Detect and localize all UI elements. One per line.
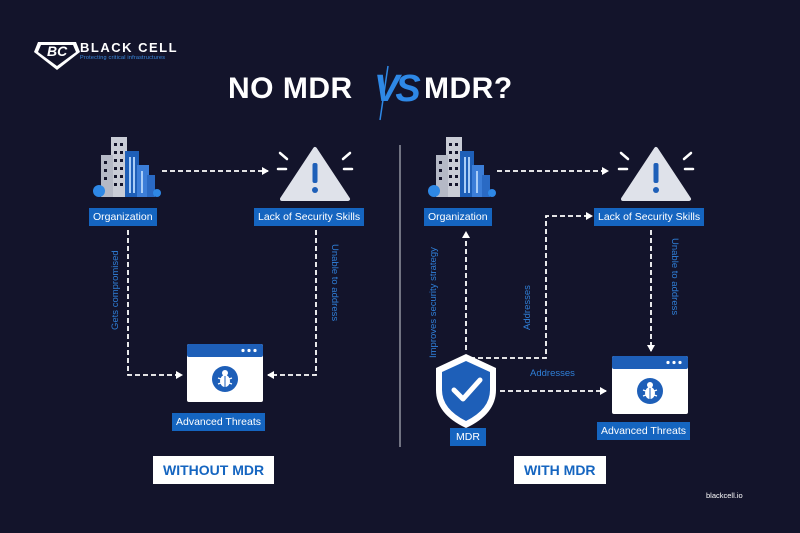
edge-gets-compromised (127, 230, 183, 379)
warning-icon (617, 147, 695, 201)
section-with-mdr: WITH MDR (514, 456, 606, 484)
node-organization: Organization (89, 208, 157, 226)
node-advanced-threats: Advanced Threats (172, 413, 266, 431)
footer-url[interactable]: blackcell.io (706, 491, 743, 500)
title-right: MDR? (424, 72, 513, 105)
browser-bug-icon (186, 343, 264, 403)
edge-label-unable-to-address-right: Unable to address (669, 238, 680, 316)
node-advanced-threats-right: Advanced Threats (597, 422, 691, 440)
edge-label-unable-to-address: Unable to address (329, 244, 340, 322)
edge-label-improves-strategy: Improves security strategy (428, 247, 439, 358)
browser-bug-icon (611, 355, 689, 415)
title-vs: VS (374, 68, 421, 110)
edge-label-addresses-vertical: Addresses (522, 285, 533, 330)
building-icon (428, 137, 496, 197)
node-organization-right: Organization (424, 208, 492, 226)
shield-check-icon (436, 354, 496, 428)
section-without-mdr: WITHOUT MDR (153, 456, 275, 484)
edge-unable-left (267, 230, 317, 379)
shield-logo-icon (34, 42, 80, 70)
logo-text: BC (47, 43, 68, 59)
brand-tagline: Protecting critical infrastructures (80, 55, 166, 61)
edge-label-addresses-horizontal: Addresses (530, 368, 575, 379)
brand-name: BLACK CELL (80, 40, 179, 55)
vs-slash (379, 65, 389, 121)
warning-icon (276, 147, 354, 201)
edge-addresses-skills (470, 212, 593, 359)
edge-label-gets-compromised: Gets compromised (110, 250, 121, 330)
node-mdr: MDR (450, 428, 486, 446)
title-left: NO MDR (228, 72, 353, 105)
node-lack-skills: Lack of Security Skills (254, 208, 365, 226)
node-lack-skills-right: Lack of Security Skills (594, 208, 705, 226)
building-icon (93, 137, 161, 197)
